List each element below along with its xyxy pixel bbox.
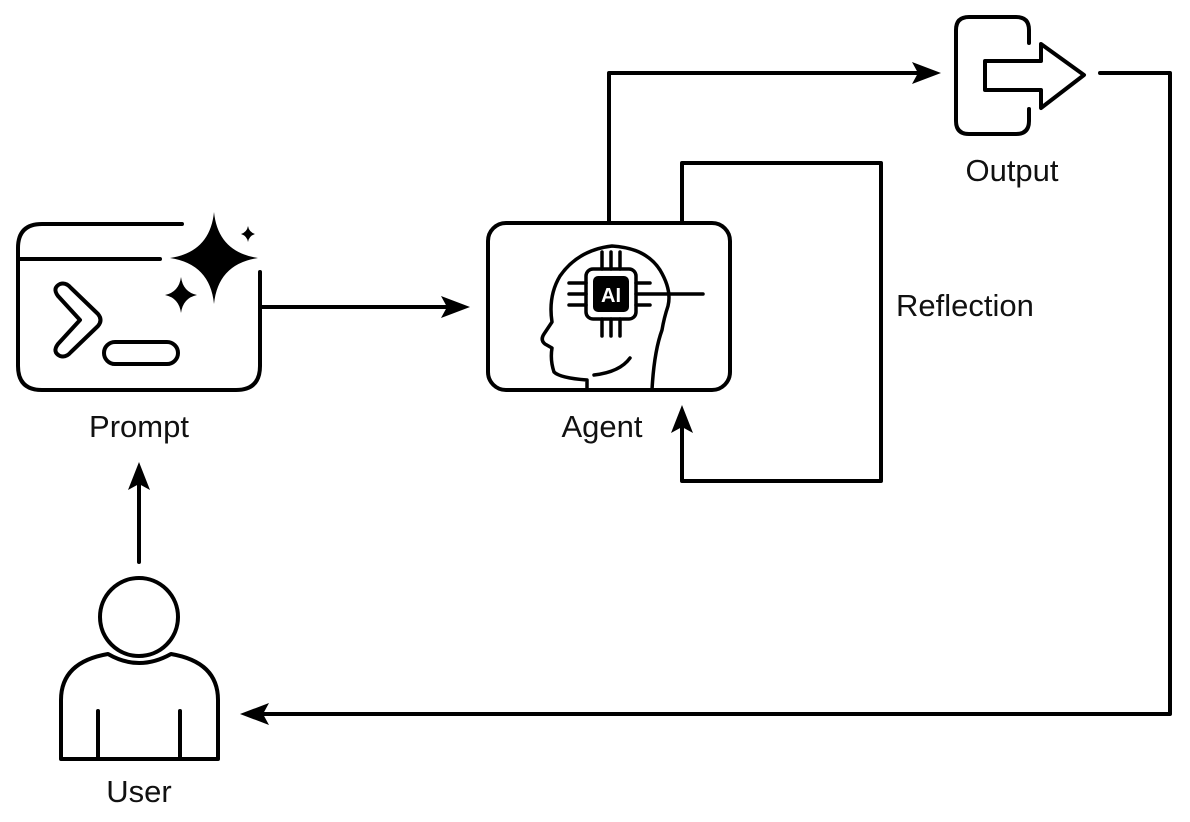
output-node: Output — [954, 15, 1086, 188]
edge-agent-to-output — [607, 62, 941, 224]
edge-prompt-to-agent — [260, 296, 470, 318]
output-label: Output — [965, 153, 1058, 188]
terminal-sparkle-icon — [16, 212, 262, 392]
user-icon — [59, 576, 220, 761]
arrowhead-right-icon — [441, 296, 470, 318]
prompt-label: Prompt — [89, 409, 189, 444]
chip-text: AI — [601, 285, 621, 307]
ai-chip-head-icon: AI — [540, 244, 705, 392]
prompt-node: Prompt — [16, 212, 262, 444]
arrowhead-up-icon — [671, 405, 693, 433]
reflection-label: Reflection — [896, 288, 1034, 323]
arrowhead-up-icon — [128, 462, 150, 490]
edge-reflection-loop: Reflection — [671, 161, 1034, 483]
user-label: User — [106, 774, 171, 809]
edge-output-to-user — [240, 71, 1172, 725]
edge-user-to-prompt — [128, 462, 150, 564]
exit-arrow-icon — [954, 15, 1086, 136]
arrowhead-right-icon — [912, 62, 941, 84]
user-node: User — [59, 576, 220, 809]
arrowhead-left-icon — [240, 703, 269, 725]
agent-node: AI Agent — [486, 221, 732, 444]
agent-label: Agent — [561, 409, 642, 444]
